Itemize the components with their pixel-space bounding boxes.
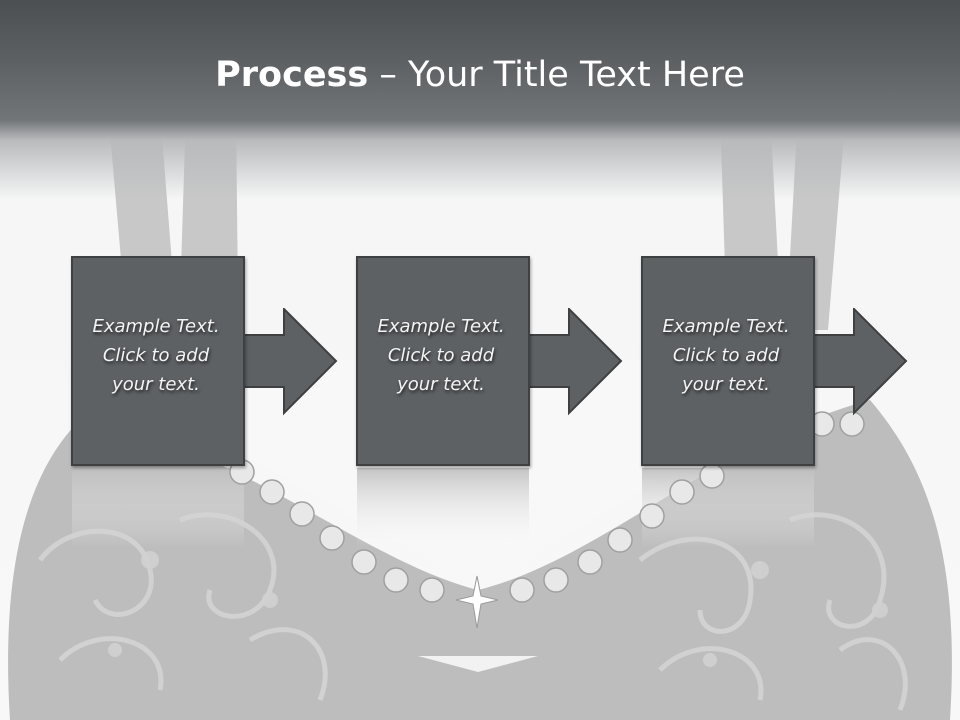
step-line: your text. (112, 374, 200, 395)
process-step-3[interactable]: Example Text. Click to add your text. (641, 256, 815, 466)
arrow-right-icon (523, 308, 623, 416)
step-line: Example Text. (662, 316, 790, 337)
step-box (641, 256, 815, 466)
step-line: your text. (397, 374, 485, 395)
step-line: Example Text. (92, 316, 220, 337)
step-box (356, 256, 530, 466)
step-text[interactable]: Example Text. Click to add your text. (71, 312, 241, 399)
title-bar (0, 0, 960, 200)
slide-title[interactable]: Process – Your Title Text Here (0, 55, 960, 95)
step-line: Example Text. (377, 316, 505, 337)
arrow-right-icon (808, 308, 908, 416)
step-line: Click to add (387, 345, 495, 366)
process-step-2[interactable]: Example Text. Click to add your text. (356, 256, 530, 466)
title-rest: – Your Title Text Here (368, 55, 745, 95)
step-text[interactable]: Example Text. Click to add your text. (356, 312, 526, 399)
step-line: your text. (682, 374, 770, 395)
step-line: Click to add (102, 345, 210, 366)
arrow-right-icon (238, 308, 338, 416)
step-text[interactable]: Example Text. Click to add your text. (641, 312, 811, 399)
title-bold: Process (215, 55, 369, 95)
step-line: Click to add (672, 345, 780, 366)
step-box (71, 256, 245, 466)
process-step-1[interactable]: Example Text. Click to add your text. (71, 256, 245, 466)
